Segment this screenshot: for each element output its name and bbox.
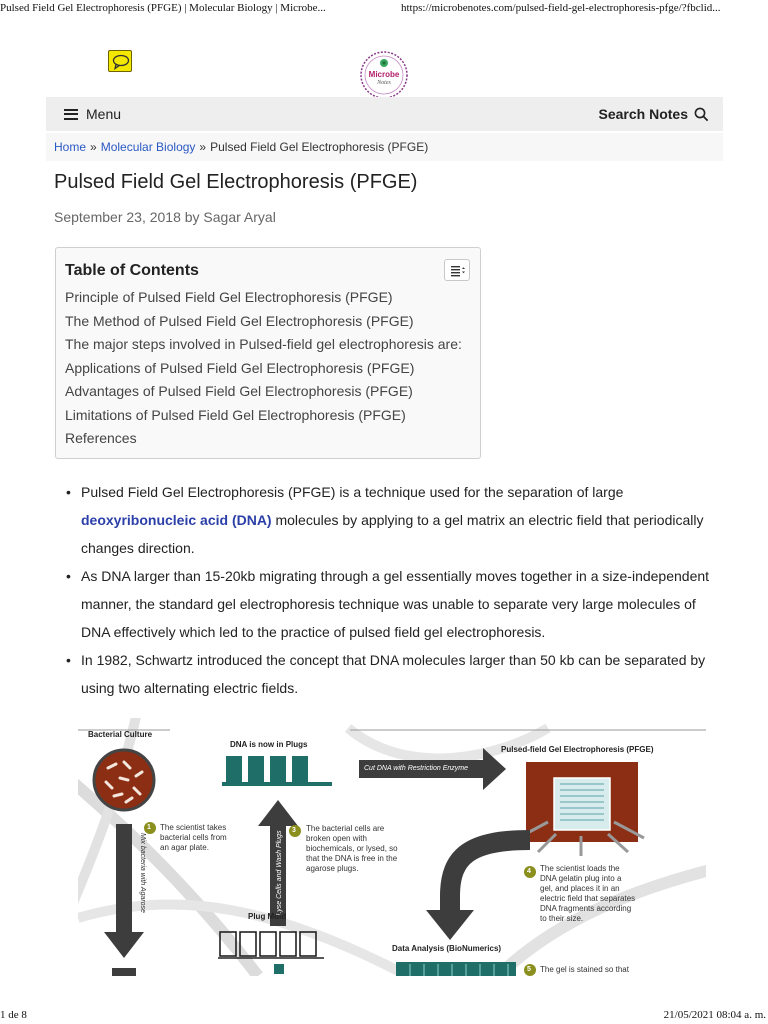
- search-icon: [694, 107, 709, 121]
- label-cut-dna: Cut DNA with Restriction Enzyme: [364, 765, 468, 772]
- logo-text-microbe: Microbe: [368, 70, 400, 79]
- hamburger-icon: [64, 108, 78, 120]
- logo-text-notes: Notes: [377, 80, 391, 86]
- menu-button[interactable]: Menu: [64, 97, 121, 131]
- label-mix-bacteria: Mix bacteria with Agarose: [139, 833, 146, 913]
- step-4-number: 4: [527, 868, 531, 875]
- label-data-analysis: Data Analysis (BioNumerics): [392, 944, 502, 953]
- page-title: Pulsed Field Gel Electrophoresis (PFGE): [54, 171, 418, 193]
- step-4-text: The scientist loads the DNA gelatin plug…: [540, 864, 636, 923]
- print-page-url: https://microbenotes.com/pulsed-field-ge…: [401, 2, 721, 14]
- step-1-text: The scientist takes bacterial cells from…: [160, 823, 227, 852]
- breadcrumb: Home » Molecular Biology » Pulsed Field …: [46, 133, 723, 161]
- print-datetime: 21/05/2021 08:04 a. m.: [663, 1009, 766, 1021]
- step-5-text: The gel is stained so that: [540, 965, 629, 974]
- search-notes-button[interactable]: Search Notes: [599, 97, 709, 131]
- step-3-number: 3: [292, 827, 296, 834]
- dna-link[interactable]: deoxyribonucleic acid (DNA): [81, 512, 272, 528]
- bullet-item: In 1982, Schwartz introduced the concept…: [66, 646, 716, 702]
- breadcrumb-molecular-biology[interactable]: Molecular Biology: [100, 140, 196, 154]
- print-page-number: 1 de 8: [0, 1009, 27, 1021]
- menu-label: Menu: [86, 106, 122, 122]
- breadcrumb-home[interactable]: Home: [54, 140, 87, 154]
- pfge-process-figure: Bacterial Culture DNA is now in Plugs Cu…: [78, 718, 706, 976]
- print-page-title: Pulsed Field Gel Electrophoresis (PFGE) …: [0, 2, 326, 14]
- search-label: Search Notes: [598, 106, 688, 122]
- toc-link[interactable]: The major steps involved in Pulsed-field…: [65, 336, 462, 352]
- step-5-number: 5: [527, 966, 531, 973]
- list-toggle-icon: [451, 266, 465, 277]
- toc-link[interactable]: Advantages of Pulsed Field Gel Electroph…: [65, 383, 413, 399]
- bullet-item: Pulsed Field Gel Electrophoresis (PFGE) …: [66, 478, 716, 562]
- breadcrumb-current: Pulsed Field Gel Electrophoresis (PFGE): [210, 140, 429, 154]
- toc-title: Table of Contents: [65, 262, 199, 279]
- label-pfge: Pulsed-field Gel Electrophoresis (PFGE): [501, 745, 654, 754]
- table-of-contents: Table of Contents Principle of Pulsed Fi…: [55, 247, 481, 459]
- bullet-item: As DNA larger than 15-20kb migrating thr…: [66, 562, 716, 646]
- breadcrumb-separator: »: [199, 140, 207, 154]
- post-meta: September 23, 2018 by Sagar Aryal: [54, 209, 276, 225]
- toc-link[interactable]: Limitations of Pulsed Field Gel Electrop…: [65, 406, 406, 423]
- bullet-text: molecules by applying to a gel matrix an…: [81, 512, 704, 556]
- label-plug-mold: Plug Mold: [248, 912, 287, 921]
- bullet-text: Pulsed Field Gel Electrophoresis (PFGE) …: [81, 484, 624, 500]
- toc-link[interactable]: Applications of Pulsed Field Gel Electro…: [65, 359, 415, 376]
- toc-toggle-button[interactable]: [444, 259, 470, 281]
- chat-icon[interactable]: [108, 50, 132, 72]
- toc-link[interactable]: Principle of Pulsed Field Gel Electropho…: [65, 289, 393, 305]
- label-bacterial-culture: Bacterial Culture: [88, 730, 153, 739]
- microbe-notes-logo[interactable]: Microbe Notes: [359, 50, 409, 100]
- pfge-diagram: [78, 718, 706, 976]
- label-dna-in-plugs: DNA is now in Plugs: [230, 740, 308, 749]
- toc-list: Principle of Pulsed Field Gel Electropho…: [65, 288, 462, 453]
- print-header: Pulsed Field Gel Electrophoresis (PFGE) …: [0, 0, 768, 18]
- print-footer: 1 de 8 21/05/2021 08:04 a. m.: [0, 1009, 768, 1024]
- step-3-text: The bacterial cells are broken open with…: [306, 824, 398, 873]
- breadcrumb-separator: »: [90, 140, 97, 154]
- article-bullets: Pulsed Field Gel Electrophoresis (PFGE) …: [66, 478, 716, 702]
- toc-link[interactable]: The Method of Pulsed Field Gel Electroph…: [65, 312, 414, 329]
- step-1-number: 1: [147, 824, 151, 831]
- navbar: Menu Search Notes: [46, 97, 723, 131]
- toc-link[interactable]: References: [65, 430, 137, 446]
